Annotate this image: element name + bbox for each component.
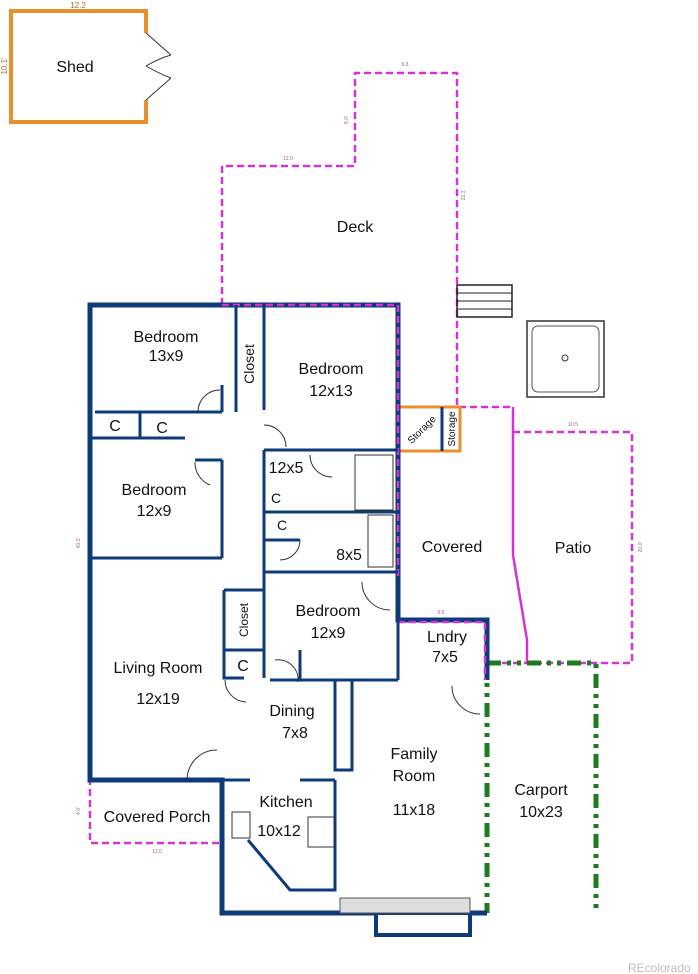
dim-deck-right: 22.1' bbox=[461, 190, 467, 201]
dim-porch-bottom: 12.0 bbox=[152, 849, 162, 855]
dim-shed-width: 12.2 bbox=[70, 1, 86, 10]
room-size-kitchen: 10x12 bbox=[257, 823, 301, 840]
room-size-laundry: 7x5 bbox=[432, 649, 458, 666]
room-size-bedroom4: 12x9 bbox=[311, 625, 346, 642]
dim-patio-right: 20.0' bbox=[638, 542, 644, 553]
dim-deck-mid: 12.0 bbox=[283, 156, 293, 162]
room-label-patio: Patio bbox=[555, 540, 592, 557]
room-label-shed: Shed bbox=[56, 59, 93, 76]
room-label-family: Family bbox=[390, 746, 437, 763]
doors bbox=[186, 389, 481, 781]
hot-tub bbox=[526, 320, 605, 398]
closet-label-2: Closet bbox=[237, 602, 251, 637]
shed bbox=[9, 9, 172, 124]
dim-house-left: 43.1' bbox=[76, 538, 82, 549]
dim-deck-step: 8.0' bbox=[344, 116, 350, 124]
stairs bbox=[456, 284, 513, 318]
room-label-family-2: Room bbox=[393, 768, 436, 785]
room-size-dining: 7x8 bbox=[282, 725, 308, 742]
closet-c3: C bbox=[271, 490, 281, 506]
deck-outline bbox=[220, 71, 513, 409]
room-label-laundry: Lndry bbox=[427, 629, 467, 646]
room-label-bedroom4: Bedroom bbox=[296, 603, 361, 620]
room-label-bedroom2: Bedroom bbox=[299, 361, 364, 378]
closet-c1: C bbox=[109, 418, 121, 435]
room-label-bedroom3: Bedroom bbox=[122, 482, 187, 499]
bath2-size: 8x5 bbox=[336, 547, 362, 564]
room-label-deck: Deck bbox=[337, 219, 374, 236]
room-label-living: Living Room bbox=[114, 660, 203, 677]
room-label-carport: Carport bbox=[514, 782, 568, 799]
dim-shed-height: 10.1' bbox=[0, 57, 9, 75]
room-label-dining: Dining bbox=[269, 703, 314, 720]
room-size-family: 11x18 bbox=[393, 802, 436, 819]
closet-c4: C bbox=[277, 517, 287, 533]
closet-c5: C bbox=[237, 658, 249, 675]
room-label-bedroom1: Bedroom bbox=[134, 329, 199, 346]
closet-label-1: Closet bbox=[241, 344, 257, 384]
dim-porch-left: 4.0' bbox=[76, 807, 82, 815]
house-walls bbox=[87, 302, 490, 937]
room-size-living: 12x19 bbox=[136, 691, 180, 708]
room-size-bedroom3: 12x9 bbox=[137, 503, 172, 520]
room-size-carport: 10x23 bbox=[519, 804, 563, 821]
storage-label-2: Storage bbox=[447, 411, 458, 446]
room-size-bedroom2: 12x13 bbox=[309, 383, 353, 400]
watermark: REcolorado bbox=[628, 961, 691, 974]
room-label-porch: Covered Porch bbox=[104, 809, 211, 826]
interior-walls bbox=[90, 305, 400, 892]
room-label-kitchen: Kitchen bbox=[259, 794, 312, 811]
dim-laundry-top: 5.5 bbox=[438, 610, 445, 616]
dim-patio-top: 10.5 bbox=[568, 422, 578, 428]
dim-deck-top: 9.3 bbox=[402, 62, 409, 68]
room-size-bedroom1: 13x9 bbox=[149, 348, 184, 365]
closet-c2: C bbox=[156, 420, 168, 437]
bath1-size: 12x5 bbox=[269, 460, 304, 477]
room-label-covered: Covered bbox=[422, 539, 482, 556]
storage-label-1: Storage bbox=[406, 414, 439, 447]
